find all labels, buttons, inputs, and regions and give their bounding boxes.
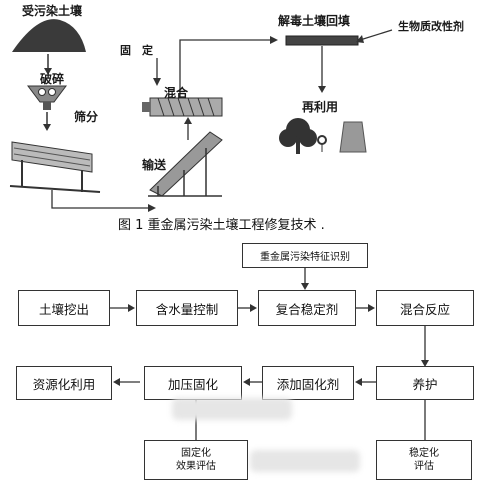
stable-eval-line-2: 评估 [414,461,434,472]
moisture-box: 含水量控制 [136,290,238,326]
sieve-label: 筛分 [74,110,99,124]
identify-box: 重金属污染特征识别 [242,243,368,268]
soil-pile-icon [12,19,86,52]
inclined-conveyor-icon [148,131,223,197]
maintain-box: 养护 [376,366,474,400]
mix-label: 混合 [164,86,189,100]
pressure-box: 加压固化 [144,366,242,400]
solid-eval-line-2: 效果评估 [176,461,216,472]
backfill-soil-bar [285,35,359,46]
reuse-label: 再利用 [302,100,339,114]
building-block-icon [339,121,367,153]
figure-caption: 图 1 重金属污染土壤工程修复技术 . [118,218,325,233]
blurred-region [250,450,360,472]
crush-label: 破碎 [40,72,65,86]
screw-mixer-icon [142,97,223,117]
excavate-box: 土壤挖出 [18,290,110,326]
backfill-label: 解毒土壤回填 [278,14,351,28]
stable-eval-line-1: 稳定化 [409,448,439,459]
biochar-label: 生物质改性剂 [398,20,464,33]
sieve-screen-icon [9,141,101,193]
soil-label: 受污染土壤 [22,4,83,18]
solid-eval-line-1: 固定化 [181,448,211,459]
solid-eval-box: 固定化 效果评估 [144,440,248,480]
reuse-box: 资源化利用 [16,366,112,400]
stabilizer-box: 复合稳定剂 [258,290,356,326]
crusher-icon [27,85,67,110]
blurred-region [172,398,292,420]
mix-react-box: 混合反应 [376,290,474,326]
tree-icon [279,118,317,154]
fix-label: 固 定 [120,44,153,57]
convey-label: 输送 [142,158,167,172]
flower-icon [317,135,327,152]
stable-eval-box: 稳定化 评估 [376,440,472,480]
add-cure-box: 添加固化剂 [262,366,354,400]
